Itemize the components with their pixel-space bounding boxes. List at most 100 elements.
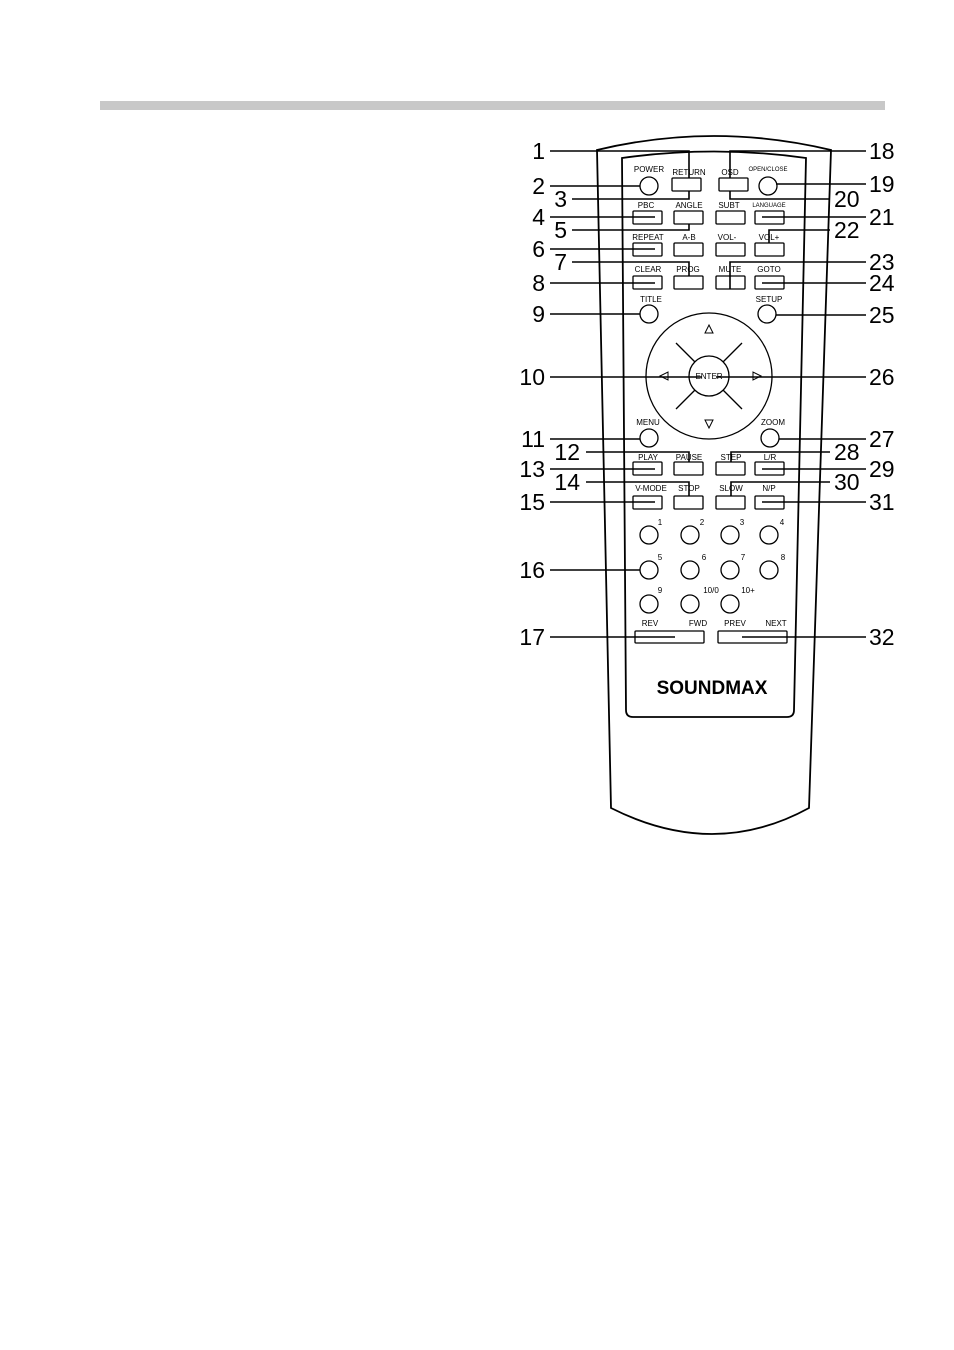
stop-button[interactable]	[673, 495, 704, 510]
number-10-plus-button[interactable]	[720, 594, 740, 614]
callout-22: 22	[834, 217, 860, 243]
right-arrow-icon[interactable]	[752, 371, 763, 381]
callout-5: 5	[554, 217, 567, 243]
osd-button[interactable]	[718, 177, 749, 192]
number-3-label: 3	[740, 518, 745, 527]
callout-14: 14	[554, 469, 580, 495]
number-8-button[interactable]	[759, 560, 779, 580]
callout-30: 30	[834, 469, 860, 495]
callout-4: 4	[532, 204, 545, 230]
number-9-button[interactable]	[639, 594, 659, 614]
number-3-button[interactable]	[720, 525, 740, 545]
vol-minus-button[interactable]	[715, 242, 746, 257]
a-b-button[interactable]	[673, 242, 704, 257]
n-p-label: N/P	[762, 484, 775, 493]
number-2-button[interactable]	[680, 525, 700, 545]
number-7-label: 7	[741, 553, 746, 562]
callout-31: 31	[869, 489, 895, 515]
number-5-button[interactable]	[639, 560, 659, 580]
pause-button[interactable]	[673, 461, 704, 476]
clear-label: CLEAR	[635, 265, 662, 274]
enter-label: ENTER	[695, 372, 722, 381]
callout-12: 12	[554, 439, 580, 465]
menu-label: MENU	[636, 418, 660, 427]
open-close-label: OPEN/CLOSE	[748, 167, 787, 173]
nav-divider	[722, 342, 743, 363]
zoom-label: ZOOM	[761, 418, 785, 427]
callout-28: 28	[834, 439, 860, 465]
number-7-button[interactable]	[720, 560, 740, 580]
language-label: LANGUAGE	[752, 203, 785, 209]
prev-label: PREV	[724, 619, 746, 628]
leader-line-3	[572, 191, 690, 200]
number-10-plus-label: 10+	[741, 586, 755, 595]
number-10-0-button[interactable]	[680, 594, 700, 614]
number-2-label: 2	[700, 518, 705, 527]
number-4-label: 4	[780, 518, 785, 527]
number-9-label: 9	[658, 586, 663, 595]
header-bar	[100, 101, 885, 110]
down-arrow-icon[interactable]	[704, 419, 714, 430]
number-5-label: 5	[658, 553, 663, 562]
subt-button[interactable]	[715, 210, 746, 225]
callout-10: 10	[519, 364, 545, 390]
repeat-label: REPEAT	[632, 233, 664, 242]
setup-button[interactable]	[757, 304, 777, 324]
leader-line-18	[729, 150, 866, 178]
title-button[interactable]	[639, 304, 659, 324]
callout-32: 32	[869, 624, 895, 650]
zoom-button[interactable]	[760, 428, 780, 448]
callout-26: 26	[869, 364, 895, 390]
angle-button[interactable]	[673, 210, 704, 225]
a-b-label: A-B	[682, 233, 695, 242]
prog-button[interactable]	[673, 275, 704, 290]
setup-label: SETUP	[756, 295, 783, 304]
number-10-0-label: 10/0	[703, 586, 719, 595]
vol-plus-button[interactable]	[754, 242, 785, 257]
callout-21: 21	[869, 204, 895, 230]
callout-18: 18	[869, 138, 895, 164]
callout-15: 15	[519, 489, 545, 515]
number-6-button[interactable]	[680, 560, 700, 580]
callout-29: 29	[869, 456, 895, 482]
pbc-label: PBC	[638, 201, 655, 210]
power-button[interactable]	[639, 176, 659, 196]
step-button[interactable]	[715, 461, 746, 476]
callout-7: 7	[554, 249, 567, 275]
nav-divider	[675, 342, 696, 363]
navigation-pad: ENTER	[645, 312, 773, 440]
callout-11: 11	[521, 426, 545, 452]
number-1-button[interactable]	[639, 525, 659, 545]
leader-line-28	[730, 451, 830, 462]
up-arrow-icon[interactable]	[704, 323, 714, 334]
power-label: POWER	[634, 165, 664, 174]
callout-9: 9	[532, 301, 545, 327]
slow-button[interactable]	[715, 495, 746, 510]
return-button[interactable]	[671, 177, 702, 192]
leader-line-7	[572, 261, 690, 276]
enter-button[interactable]	[688, 355, 730, 397]
callout-3: 3	[554, 186, 567, 212]
callout-24: 24	[869, 270, 895, 296]
nav-divider	[722, 389, 743, 410]
callout-6: 6	[532, 236, 545, 262]
number-1-label: 1	[658, 518, 663, 527]
callout-1: 1	[532, 138, 545, 164]
number-4-button[interactable]	[759, 525, 779, 545]
v-mode-label: V-MODE	[635, 484, 667, 493]
left-arrow-icon[interactable]	[658, 371, 669, 381]
callout-17: 17	[519, 624, 545, 650]
number-8-label: 8	[781, 553, 786, 562]
callout-20: 20	[834, 186, 860, 212]
angle-label: ANGLE	[675, 201, 702, 210]
open-close-button[interactable]	[758, 176, 778, 196]
callout-16: 16	[519, 557, 545, 583]
callout-25: 25	[869, 302, 895, 328]
menu-button[interactable]	[639, 428, 659, 448]
leader-line-20	[729, 191, 830, 200]
callout-13: 13	[519, 456, 545, 482]
number-6-label: 6	[702, 553, 707, 562]
leader-line-14	[586, 481, 690, 496]
fwd-label: FWD	[689, 619, 707, 628]
